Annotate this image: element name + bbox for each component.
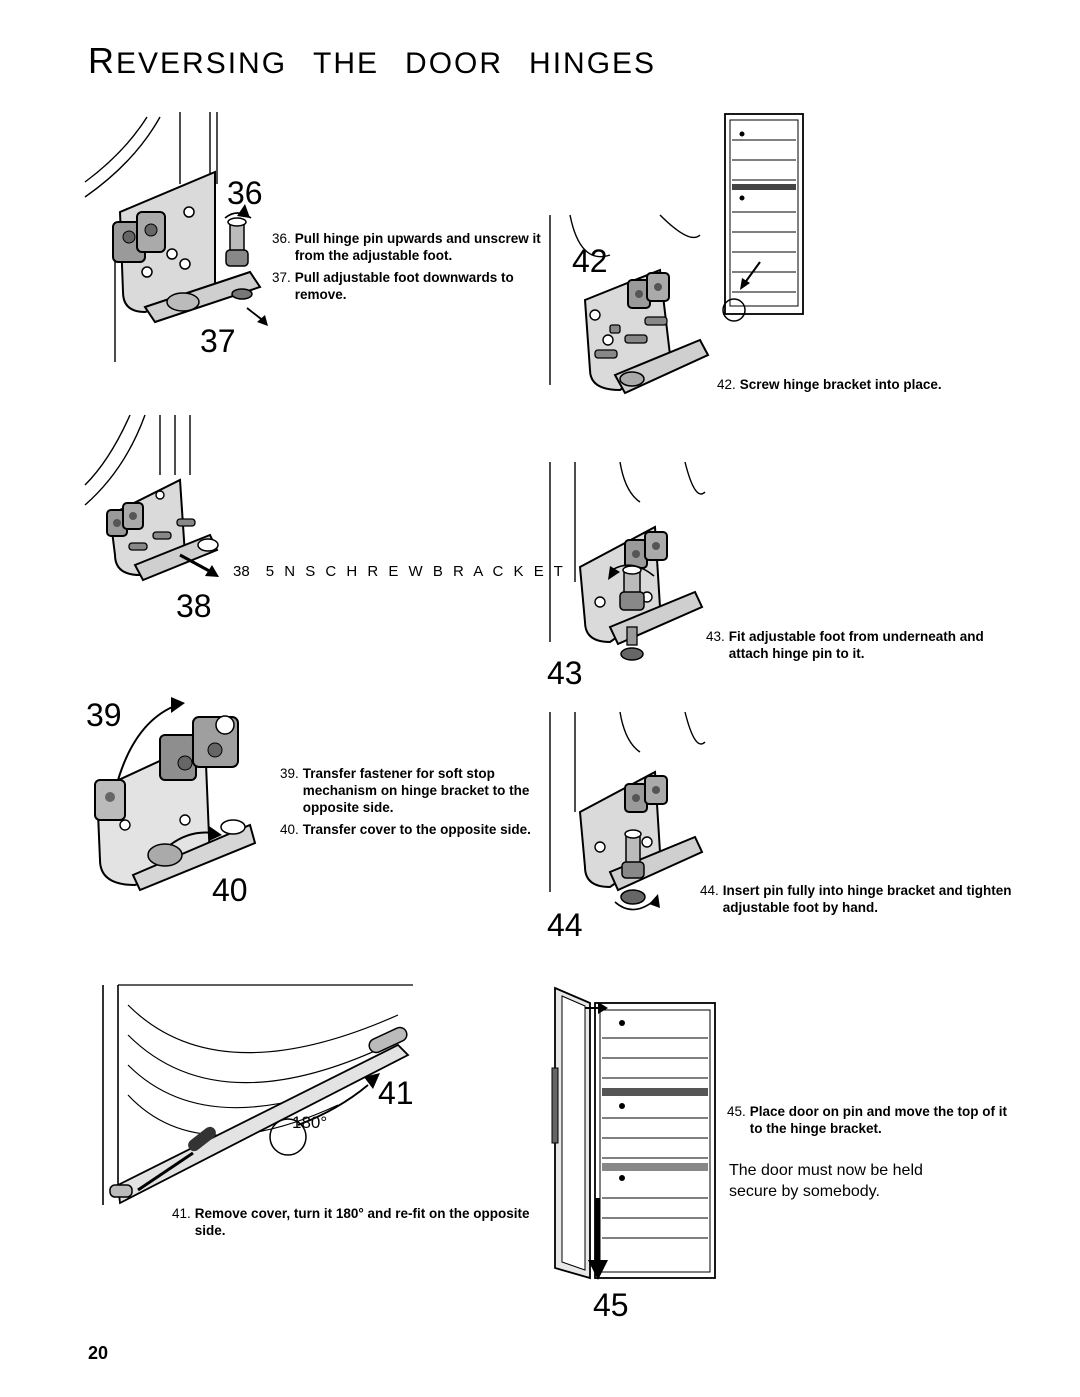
title-initial: R xyxy=(88,40,116,81)
step-38-garbled-text: 5 N S C H R E W B R A C K E T xyxy=(265,563,566,580)
step-label-36: 36 xyxy=(227,175,263,211)
hinge-pin-illustration-36-37 xyxy=(84,112,268,362)
step-number-36: 36. xyxy=(272,231,291,246)
page-number: 20 xyxy=(88,1343,109,1363)
step-number-38: 38 xyxy=(233,563,250,580)
step-number-44: 44. xyxy=(700,883,719,898)
step-label-42: 42 xyxy=(572,243,608,279)
step-text-38: 38 5 N S C H R E W B R A C K E T xyxy=(233,563,566,580)
instructions-45: 45.Place door on pin and move the top of… xyxy=(727,1103,1017,1142)
hinge-foot-illustration-43 xyxy=(549,461,706,661)
title-word-3: DOOR xyxy=(405,47,504,80)
safety-note-line-2: secure by somebody. xyxy=(729,1183,880,1200)
hinge-tighten-illustration-44 xyxy=(549,711,706,911)
title-word-4: HINGES xyxy=(529,47,657,80)
instructions-39-40: 39.Transfer fastener for soft stop mecha… xyxy=(280,765,542,843)
step-text-37: Pull adjustable foot downwards to remove… xyxy=(294,270,514,302)
step-text-39: Transfer fastener for soft stop mechanis… xyxy=(302,766,530,815)
step-label-45: 45 xyxy=(593,1287,629,1323)
angle-label-180: 180° xyxy=(292,1113,328,1132)
door-mount-illustration-45 xyxy=(551,986,716,1280)
step-number-40: 40. xyxy=(280,822,299,837)
step-text-40: Transfer cover to the opposite side. xyxy=(302,822,531,837)
step-number-41: 41. xyxy=(172,1206,191,1221)
title-word-2: THE xyxy=(313,47,380,80)
safety-note: The door must now be held secure by some… xyxy=(729,1160,1019,1202)
instructions-36-37: 36.Pull hinge pin upwards and unscrew it… xyxy=(272,230,547,308)
step-text-42: Screw hinge bracket into place. xyxy=(739,377,942,392)
hinge-bracket-illustration-42 xyxy=(549,214,710,395)
page-title: REVERSING THE DOOR HINGES xyxy=(88,40,682,82)
wine-cabinet-illustration-42 xyxy=(722,113,804,322)
step-label-41: 41 xyxy=(378,1075,414,1111)
step-number-42: 42. xyxy=(717,377,736,392)
step-number-39: 39. xyxy=(280,766,299,781)
instructions-44: 44.Insert pin fully into hinge bracket a… xyxy=(700,882,1020,921)
step-number-45: 45. xyxy=(727,1104,746,1119)
step-label-39: 39 xyxy=(86,697,122,733)
step-number-37: 37. xyxy=(272,270,291,285)
step-label-40: 40 xyxy=(212,872,248,908)
safety-note-line-1: The door must now be held xyxy=(729,1162,923,1179)
soft-stop-transfer-illustration-39-40 xyxy=(94,697,257,892)
step-label-44: 44 xyxy=(547,907,583,943)
step-number-43: 43. xyxy=(706,629,725,644)
hinge-screw-illustration-38 xyxy=(84,414,219,582)
cover-rotate-illustration-41 xyxy=(102,984,413,1205)
instructions-42: 42.Screw hinge bracket into place. xyxy=(717,376,1017,398)
step-text-45: Place door on pin and move the top of it… xyxy=(749,1104,1008,1136)
title-word-1: EVERSING xyxy=(116,47,288,80)
step-text-41: Remove cover, turn it 180° and re-fit on… xyxy=(194,1206,530,1238)
instructions-43: 43.Fit adjustable foot from underneath a… xyxy=(706,628,1016,667)
step-text-43: Fit adjustable foot from underneath and … xyxy=(728,629,984,661)
instructions-41: 41.Remove cover, turn it 180° and re-fit… xyxy=(172,1205,532,1244)
step-text-44: Insert pin fully into hinge bracket and … xyxy=(722,883,1012,915)
step-label-38: 38 xyxy=(176,588,212,624)
step-text-36: Pull hinge pin upwards and unscrew it fr… xyxy=(294,231,541,263)
step-label-43: 43 xyxy=(547,655,583,691)
step-label-37: 37 xyxy=(200,323,236,359)
